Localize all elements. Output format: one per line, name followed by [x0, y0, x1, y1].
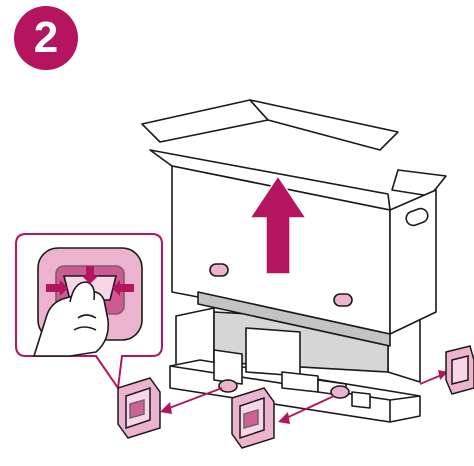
callout-detail: [15, 233, 163, 391]
clip-icon: [231, 387, 275, 449]
step-number: 2: [33, 13, 59, 62]
carton-box: [141, 99, 447, 347]
arrow-up-icon: [248, 174, 308, 275]
step-number-badge: 2: [14, 6, 78, 70]
hand-icon: [33, 281, 110, 357]
clip-icon: [445, 345, 474, 395]
clip-icon: [117, 377, 161, 439]
squeeze-arrows: [46, 266, 134, 296]
